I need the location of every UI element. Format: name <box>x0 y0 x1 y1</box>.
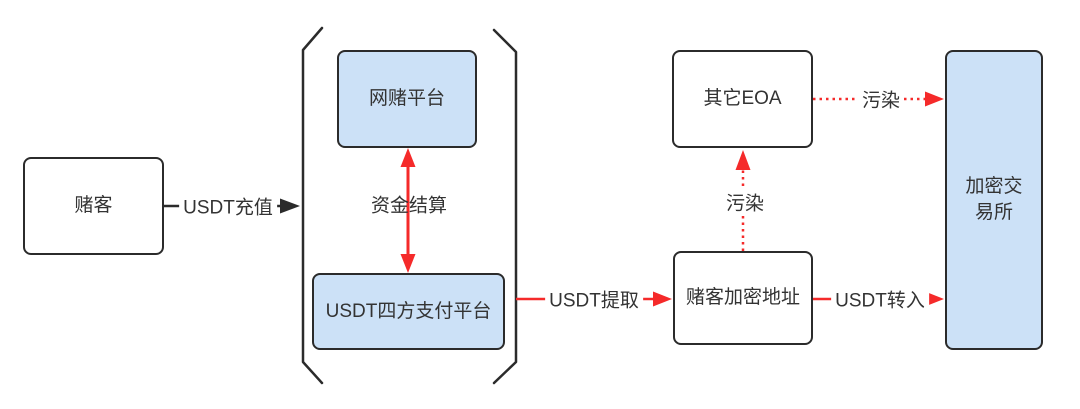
arrowhead-up-icon <box>735 150 751 170</box>
edge-fund-settlement <box>400 148 416 273</box>
arrowhead-down-icon <box>400 254 416 273</box>
edge-taint-to-exchange <box>813 91 944 107</box>
edge-label-usdt-deposit: USDT充值 <box>179 192 277 220</box>
edge-label-usdt-transfer-in: USDT转入 <box>831 285 929 313</box>
arrowhead-right-icon <box>280 198 300 214</box>
node-gambler-crypto-address-label: 赌客加密地址 <box>685 287 800 309</box>
arrowhead-right-icon <box>925 291 944 307</box>
node-gambler-label: 赌客 <box>74 195 113 217</box>
node-other-eoa-label: 其它EOA <box>703 88 782 110</box>
node-other-eoa: 其它EOA <box>672 50 813 148</box>
edge-label-fund-settlement: 资金结算 <box>370 195 448 217</box>
edge-label-usdt-withdraw: USDT提取 <box>545 285 643 313</box>
group-bracket-right <box>492 28 518 385</box>
node-gambler-crypto-address: 赌客加密地址 <box>673 251 813 345</box>
edge-label-taint-to-eoa: 污染 <box>721 188 769 216</box>
edge-label-taint-to-exchange: 污染 <box>857 85 905 113</box>
node-payment-platform: USDT四方支付平台 <box>312 273 505 350</box>
node-crypto-exchange: 加密交易所 <box>945 50 1043 350</box>
node-gambler: 赌客 <box>23 157 164 255</box>
node-payment-platform-label: USDT四方支付平台 <box>325 300 492 322</box>
group-bracket-left <box>301 26 324 385</box>
arrowhead-right-icon <box>653 291 672 307</box>
arrowhead-right-icon <box>925 91 944 107</box>
arrowhead-up-icon <box>400 148 416 167</box>
node-gambling-platform-label: 网赌平台 <box>368 88 445 110</box>
node-gambling-platform: 网赌平台 <box>337 50 477 148</box>
node-crypto-exchange-label: 加密交易所 <box>965 176 1023 223</box>
